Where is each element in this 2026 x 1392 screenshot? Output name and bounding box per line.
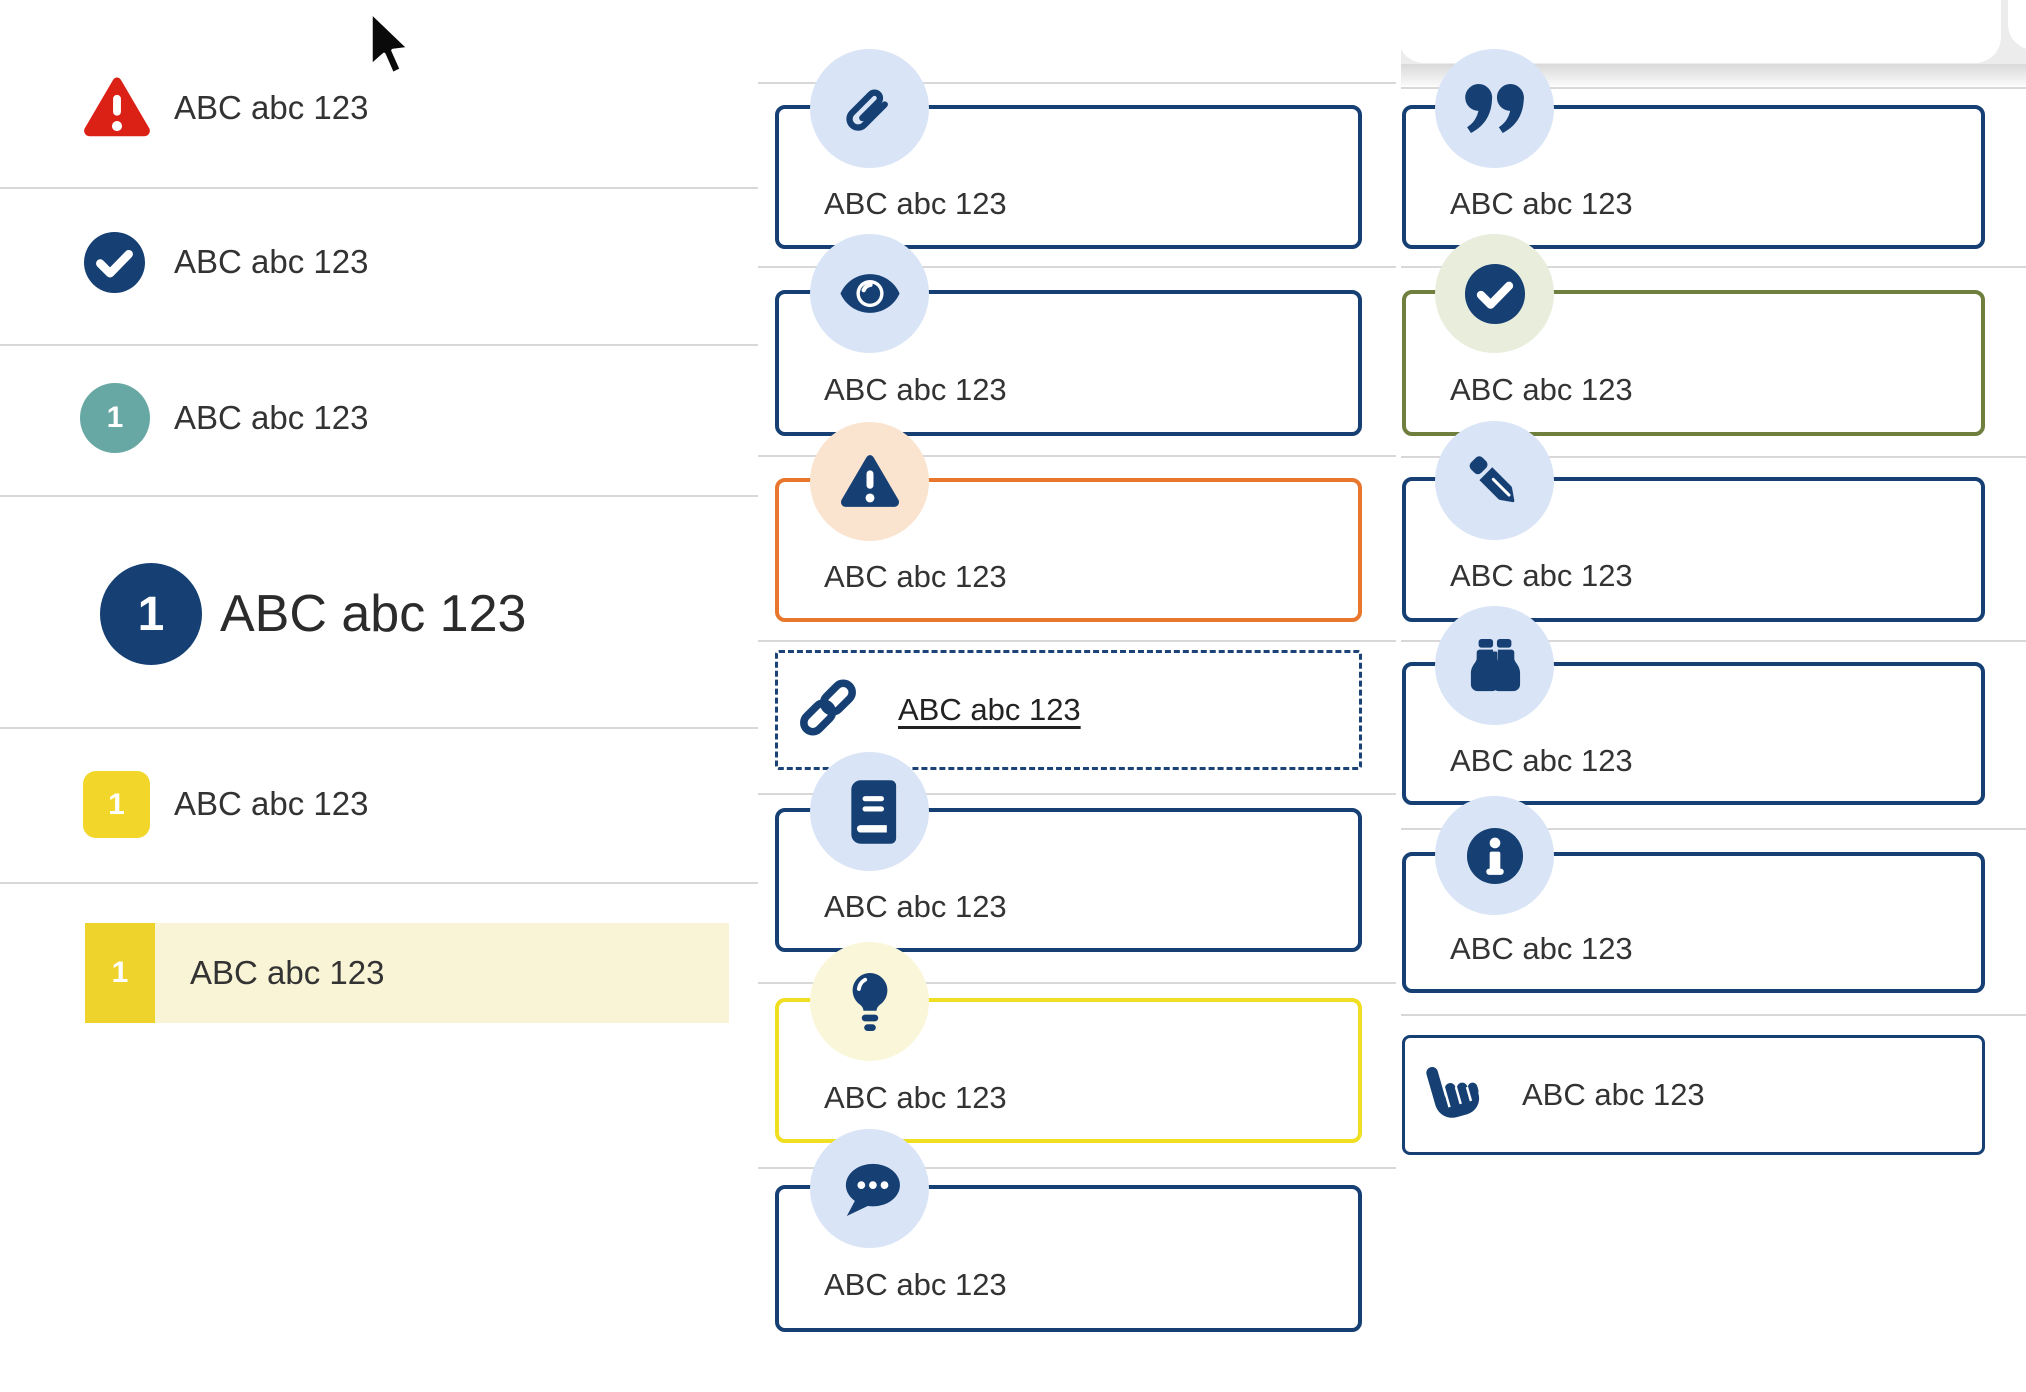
speech-bubble-icon [810, 1129, 929, 1248]
callout-link-label[interactable]: ABC abc 123 [898, 692, 1081, 727]
lightbulb-icon [810, 942, 929, 1061]
list-item-step-yellow[interactable]: 1 ABC abc 123 [0, 754, 758, 854]
divider [758, 455, 1396, 457]
callout-action[interactable]: ABC abc 123 [1402, 1035, 1985, 1155]
paperclip-icon [810, 49, 929, 168]
callout-label: ABC abc 123 [1450, 931, 1633, 966]
step-number-badge: 1 [83, 771, 150, 838]
eye-icon [810, 234, 929, 353]
callout-label: ABC abc 123 [824, 186, 1007, 221]
list-item-label: ABC abc 123 [174, 243, 369, 280]
callout-label: ABC abc 123 [824, 1267, 1007, 1302]
divider [1401, 87, 2026, 89]
divider [0, 187, 758, 189]
check-circle-icon [83, 231, 146, 299]
top-strip-shadow [1401, 64, 2026, 86]
divider [0, 727, 758, 729]
check-circle-icon [1435, 234, 1554, 353]
callout-edit: ABC abc 123 [1402, 421, 1985, 622]
divider [758, 793, 1396, 795]
list-item-label: ABC abc 123 [174, 785, 369, 822]
list-item-step-teal[interactable]: 1 ABC abc 123 [0, 368, 758, 468]
highlight-background [85, 923, 729, 1023]
step-number-badge: 1 [100, 563, 202, 665]
list-item-label: ABC abc 123 [220, 585, 527, 643]
list-item-step-large[interactable]: 1 ABC abc 123 [0, 554, 758, 674]
divider [758, 82, 1396, 84]
callout-comment: ABC abc 123 [775, 1129, 1362, 1332]
callout-label: ABC abc 123 [1450, 743, 1633, 778]
list-item-label: ABC abc 123 [174, 89, 369, 126]
step-number-badge: 1 [85, 923, 155, 1023]
divider [0, 344, 758, 346]
divider [0, 882, 758, 884]
list-item-label: ABC abc 123 [190, 954, 385, 991]
callout-tip: ABC abc 123 [775, 942, 1362, 1143]
divider [758, 982, 1396, 984]
book-icon [810, 752, 929, 871]
callout-label: ABC abc 123 [824, 1080, 1007, 1115]
callout-label: ABC abc 123 [1522, 1077, 1705, 1112]
divider [0, 495, 758, 497]
step-number-badge: 1 [80, 383, 150, 453]
binoculars-icon [1435, 606, 1554, 725]
divider [1401, 1014, 2026, 1016]
callout-label: ABC abc 123 [824, 372, 1007, 407]
divider [758, 640, 1396, 642]
divider [758, 1167, 1396, 1169]
arrow-pointer-icon [368, 10, 412, 85]
list-item-success[interactable]: ABC abc 123 [0, 212, 758, 312]
callout-link[interactable]: ABC abc 123 [775, 650, 1362, 770]
divider [758, 266, 1396, 268]
callout-label: ABC abc 123 [824, 889, 1007, 924]
list-item-label: ABC abc 123 [174, 399, 369, 436]
callout-label: ABC abc 123 [1450, 186, 1633, 221]
list-item-step-highlighted[interactable]: 1 ABC abc 123 [0, 923, 758, 1023]
quote-icon [1435, 49, 1554, 168]
callout-attachment: ABC abc 123 [775, 49, 1362, 249]
callout-label: ABC abc 123 [1450, 558, 1633, 593]
callout-info: ABC abc 123 [1402, 796, 1985, 993]
link-icon [796, 676, 860, 745]
warning-triangle-icon [810, 422, 929, 541]
divider [1401, 266, 2026, 268]
partial-card [2008, 0, 2026, 50]
callout-visibility: ABC abc 123 [775, 234, 1362, 436]
pencil-icon [1435, 421, 1554, 540]
callout-book: ABC abc 123 [775, 752, 1362, 952]
list-item-error[interactable]: ABC abc 123 [0, 58, 758, 158]
callout-success: ABC abc 123 [1402, 234, 1985, 436]
callout-warning: ABC abc 123 [775, 422, 1362, 622]
info-icon [1435, 796, 1554, 915]
warning-triangle-icon [82, 76, 152, 145]
callout-explore: ABC abc 123 [1402, 606, 1985, 805]
divider [1401, 640, 2026, 642]
divider [1401, 456, 2026, 458]
callout-label: ABC abc 123 [1450, 372, 1633, 407]
hand-pointer-icon [1421, 1062, 1483, 1129]
callout-label: ABC abc 123 [824, 559, 1007, 594]
callout-quote: ABC abc 123 [1402, 49, 1985, 249]
divider [1401, 828, 2026, 830]
